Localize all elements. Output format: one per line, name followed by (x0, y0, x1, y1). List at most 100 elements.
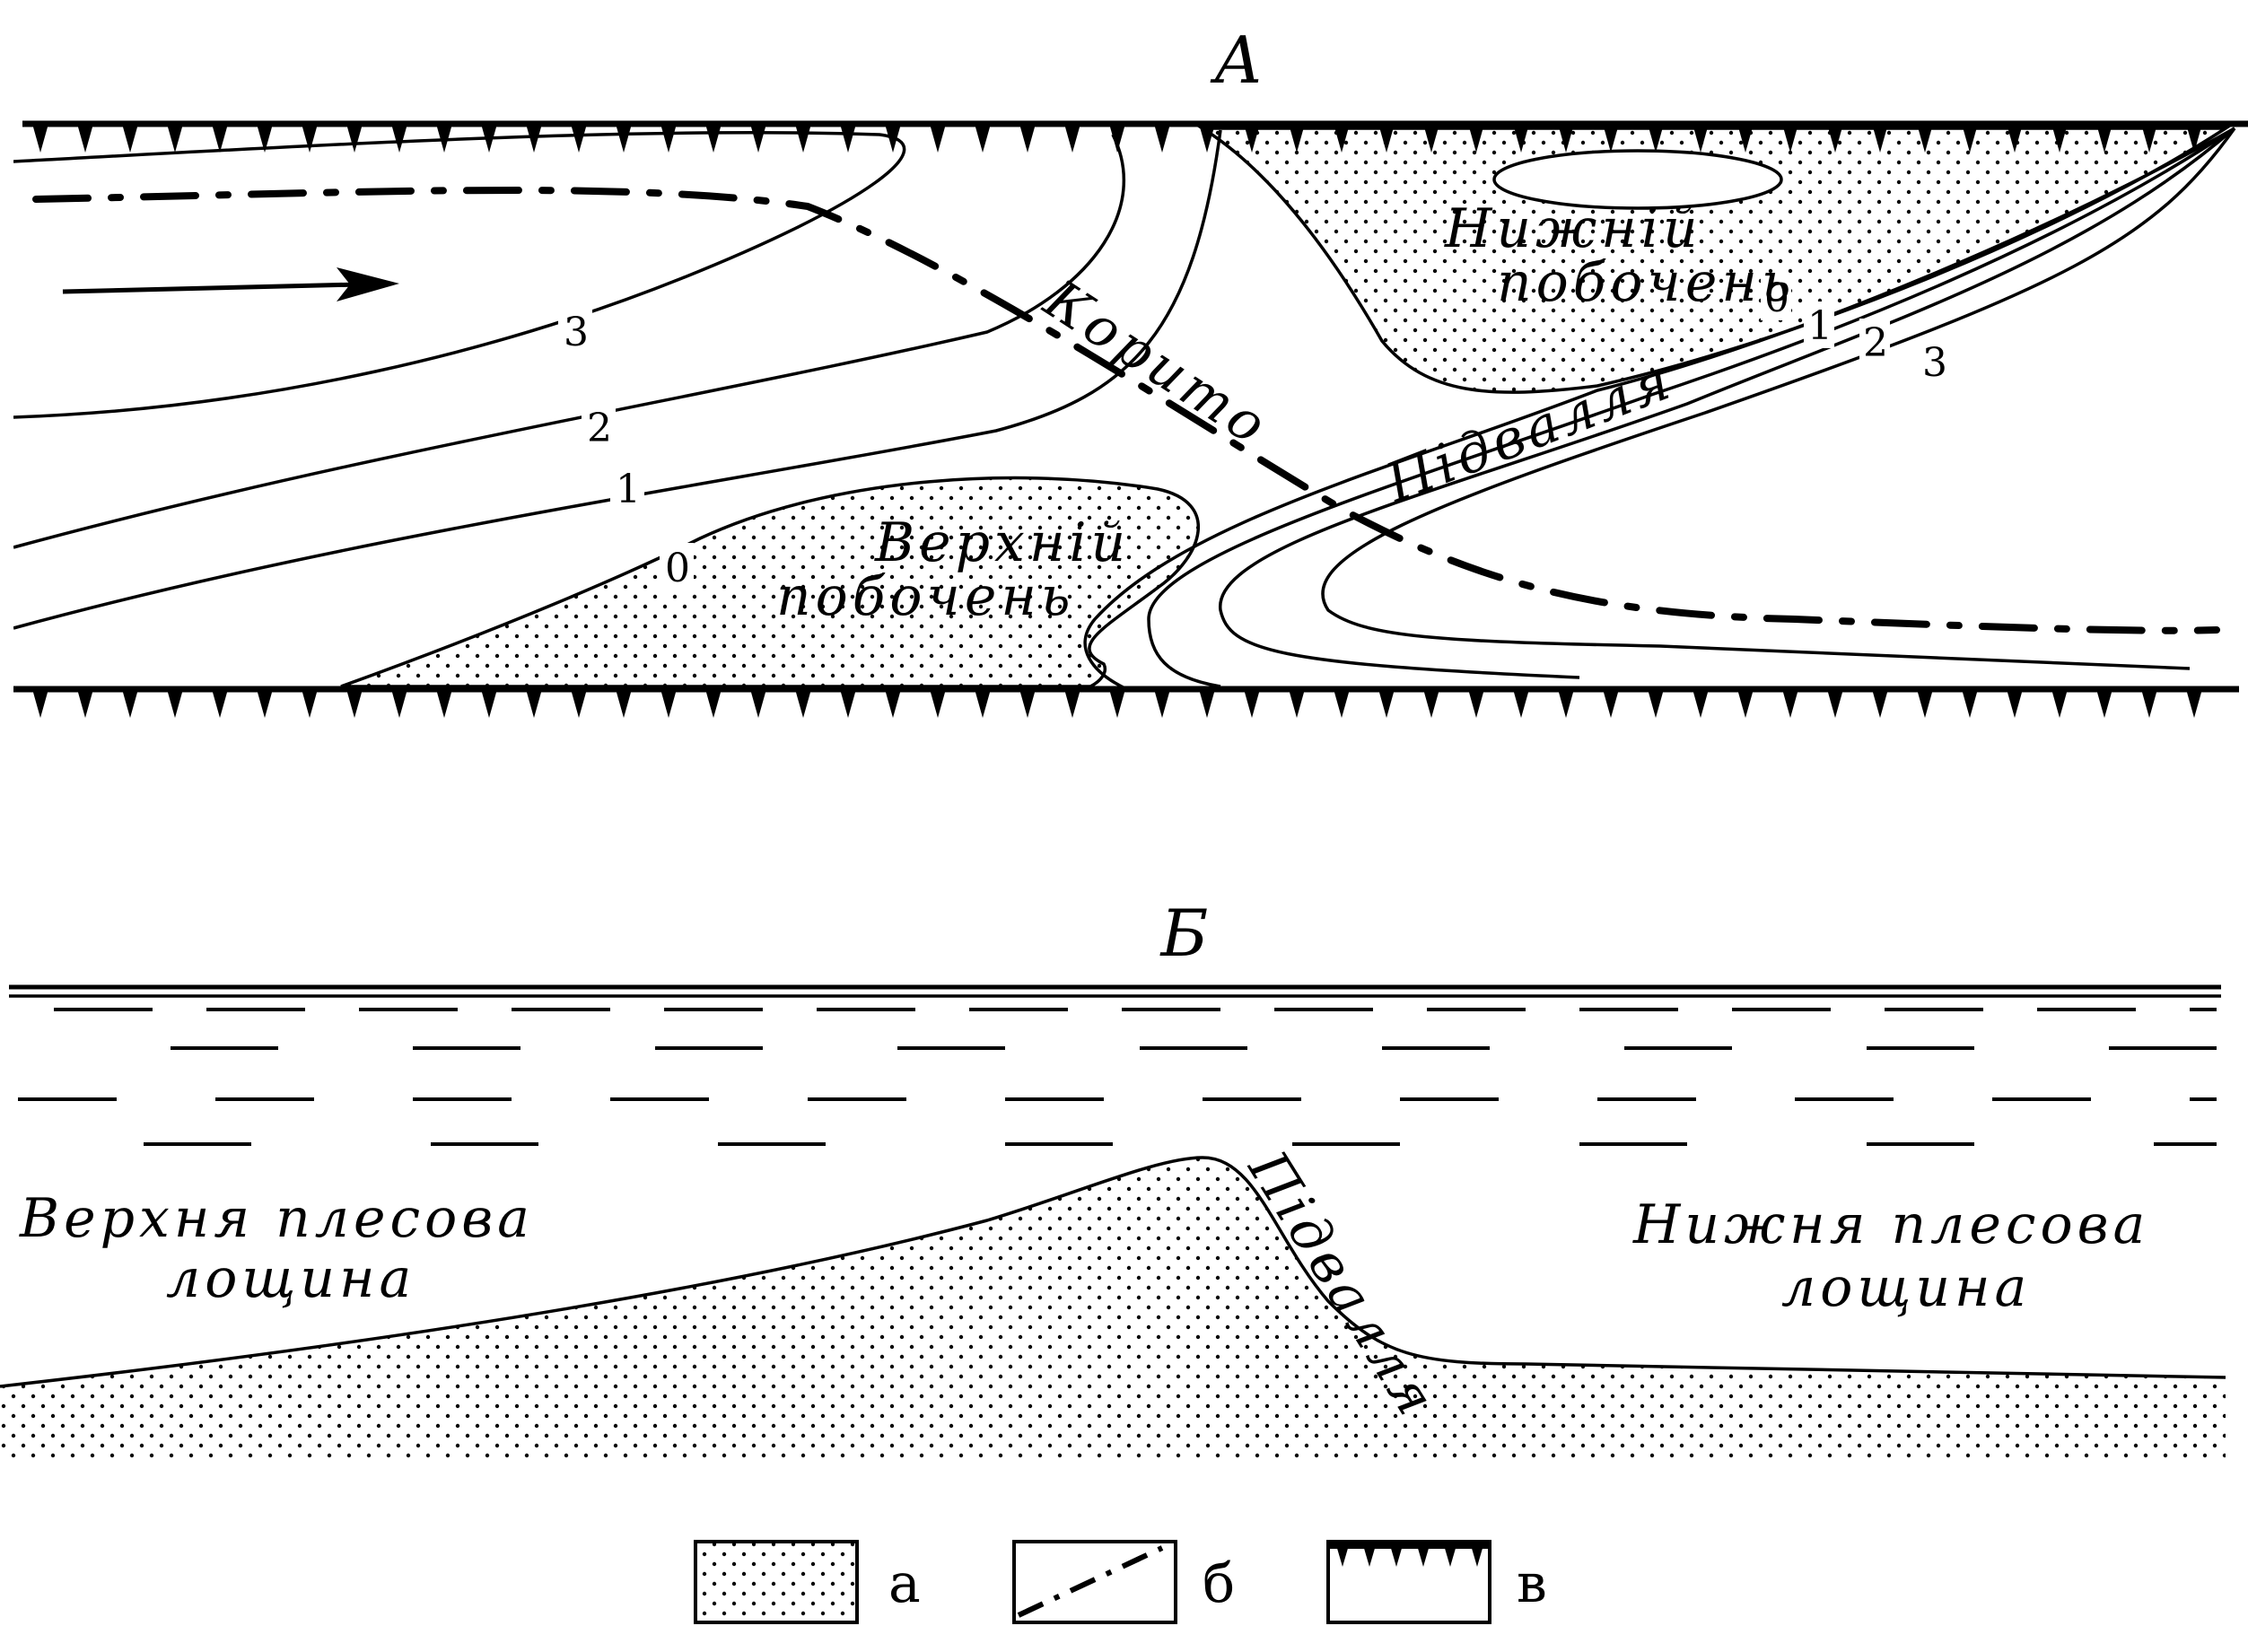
panel-a: А (13, 22, 2248, 718)
bank-tooth (77, 689, 93, 718)
bank-tooth (1109, 124, 1125, 153)
lower-pool-label-line1: Нижня плесова (1632, 1193, 2149, 1256)
bank-tooth (257, 689, 273, 718)
isobath-2-left (13, 134, 1126, 549)
bank-tooth (1782, 124, 1798, 153)
bank-tooth (122, 689, 138, 718)
bank-tooth (616, 689, 632, 718)
legend-swatch-bank (1326, 1540, 1491, 1624)
bank-tooth (1917, 689, 1933, 718)
bank-tooth (1378, 124, 1395, 153)
bank-tooth (1417, 1545, 1430, 1567)
bank-tooth (1558, 124, 1574, 153)
bank-tooth (1289, 124, 1305, 153)
bank-tooth (212, 689, 228, 718)
lower-pool-label: Нижня плесова лощина (1632, 1193, 2149, 1319)
bank-tooth (2051, 689, 2068, 718)
bank-tooth (885, 124, 901, 153)
bank-tooth (1917, 124, 1933, 153)
panel-a-title: А (1210, 22, 1264, 98)
bank-tooth (526, 689, 542, 718)
bank-tooth (1468, 689, 1484, 718)
bank-tooth (571, 689, 587, 718)
bank-tooth (1109, 689, 1125, 718)
bank-tooth (391, 689, 407, 718)
water-dashes (18, 1008, 2217, 1146)
bank-tooth (2186, 689, 2202, 718)
bank-tooth (1827, 689, 1843, 718)
bank-tooth (346, 689, 363, 718)
isobath-3-left (13, 130, 906, 419)
bank-tooth (2141, 124, 2157, 153)
bank-tooth (1962, 124, 1978, 153)
bank-tooth (32, 689, 48, 718)
bank-tooth (2096, 689, 2112, 718)
bank-tooth (436, 689, 452, 718)
legend-label-sand: а (888, 1552, 921, 1615)
thalweg-line (32, 187, 2220, 634)
bottom-bank (13, 686, 2239, 718)
isobath-label-3-right: 3 (1922, 340, 1947, 386)
isobath-labels: 3 2 1 0 0 1 2 3 (558, 274, 1949, 593)
channel-label: Корито (1033, 267, 1281, 459)
bank-tooth (481, 689, 497, 718)
bank-tooth (1782, 689, 1798, 718)
legend-item-thalweg: б (1012, 1540, 1235, 1624)
upper-bar-sand (340, 476, 1200, 688)
lower-pool-label-line2: лощина (1781, 1256, 2031, 1319)
bank-tooth (1648, 689, 1664, 718)
isobath-0-right (1083, 127, 2235, 691)
bank-tooth (1154, 124, 1170, 153)
upper-bar-label-line2: побочень (776, 565, 1075, 628)
bank-tooth (840, 124, 856, 153)
upper-bar-label: Верхній побочень (776, 511, 1125, 628)
bank-tooth (1423, 124, 1439, 153)
bank-tooth (885, 689, 901, 718)
bank-tooth (1423, 689, 1439, 718)
bank-tooth (1558, 689, 1574, 718)
bank-tooth (1199, 689, 1215, 718)
bank-tooth (1199, 124, 1215, 153)
bank-tooth (1244, 689, 1260, 718)
isobath-label-0-left: 0 (665, 546, 690, 591)
bank-tooth (1334, 689, 1350, 718)
bank-tooth (705, 689, 722, 718)
bank-tooth (930, 689, 946, 718)
bank-tooth (436, 124, 452, 153)
bank-tooth (302, 689, 318, 718)
bank-tooth (1693, 689, 1709, 718)
bank-tooth (1244, 124, 1260, 153)
bank-tooth (1513, 124, 1529, 153)
bank-tooth (2007, 689, 2023, 718)
shoal-lens (1492, 149, 1783, 210)
isobath-3-right (1321, 127, 2236, 670)
isobath-label-1-left: 1 (616, 467, 641, 512)
bank-tooth (840, 689, 856, 718)
bank-tooth (1390, 1545, 1403, 1567)
bank-tooth (1648, 124, 1664, 153)
bank-tooth (77, 124, 93, 153)
bank-tooth (1019, 124, 1036, 153)
bank-tooth (1603, 124, 1619, 153)
isobath-1-left (13, 129, 1222, 630)
legend-label-bank: в (1517, 1552, 1547, 1615)
bank-tooth (391, 124, 407, 153)
legend-thalweg-line (1017, 1545, 1164, 1618)
bank-tooth (2051, 124, 2068, 153)
legend-bank-teeth (1336, 1545, 1483, 1567)
bank-tooth (1603, 689, 1619, 718)
bank-tooth (1872, 124, 1888, 153)
bank-tooth (167, 124, 183, 153)
isobath-1-right (1147, 127, 2235, 688)
bank-tooth (975, 124, 991, 153)
bank-tooth (2096, 124, 2112, 153)
bank-tooth (1154, 689, 1170, 718)
bank-tooth (1737, 124, 1754, 153)
upper-pool-label: Верхня плесова лощина (19, 1187, 529, 1310)
bank-tooth (1378, 689, 1395, 718)
bank-tooth (481, 124, 497, 153)
isobath-label-3-left: 3 (564, 310, 589, 355)
lower-bar-label: Нижній побочень (1444, 197, 1791, 314)
bank-tooth (2141, 689, 2157, 718)
bank-tooth (1444, 1545, 1456, 1567)
